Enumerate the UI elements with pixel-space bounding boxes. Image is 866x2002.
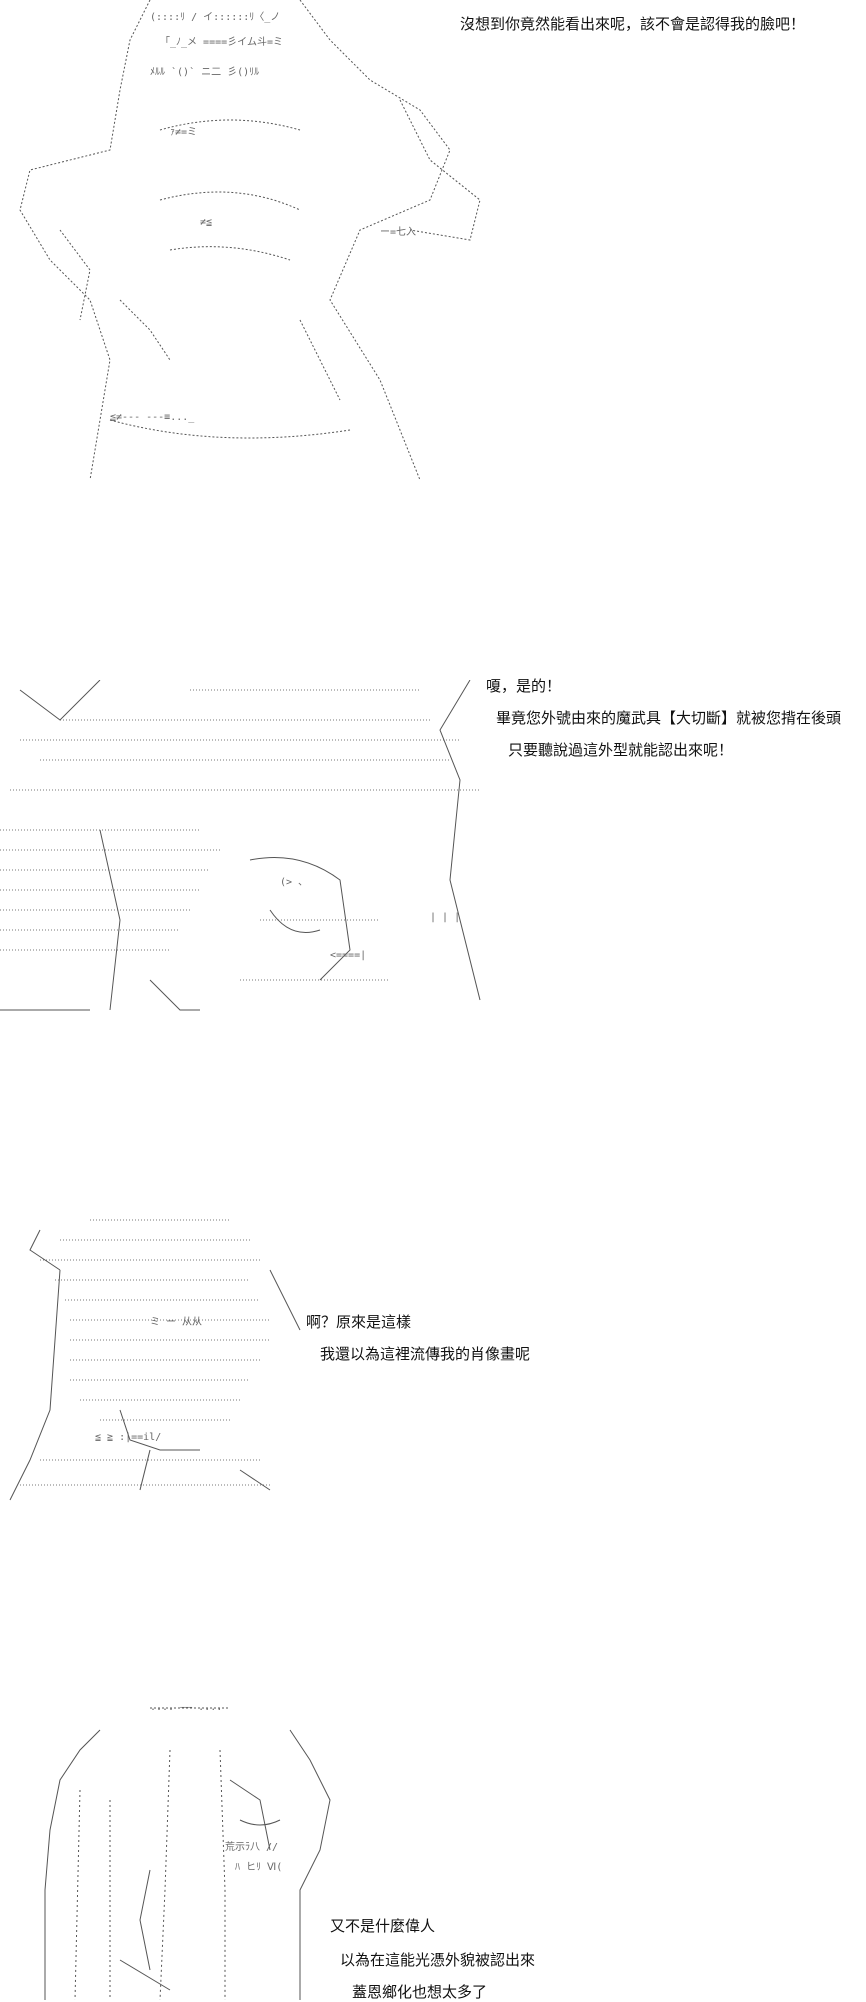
svg-text:(::::ﾘ / イ::::::ﾘ〈_ノ: (::::ﾘ / イ::::::ﾘ〈_ノ [150, 11, 280, 23]
dialog-line: 以為在這能光憑外貌被認出來 [340, 1951, 536, 1969]
svg-text:<====|: <====| [330, 950, 366, 961]
ascii-art-figure-3: ミ ー 从从 ≦ ≧ :|==il/ [9, 1219, 301, 1501]
svg-text:ー=七入: ー=七入 [380, 226, 416, 238]
panel-2: (> 、 | | | <====| 嗄，是的！ 畢竟您外號由來的魔武具【大切斷】… [0, 677, 866, 1040]
svg-text:ﾒﾙﾙ `()` ニ二 彡()ﾘﾙ: ﾒﾙﾙ `()` ニ二 彡()ﾘﾙ [150, 66, 259, 78]
svg-text:≦≠--- ---≡..._: ≦≠--- ---≡..._ [110, 412, 195, 423]
svg-text:.... —— ....: .... —— .... [150, 1702, 222, 1713]
dialog-line: 只要聽說過這外型就能認出來呢！ [508, 741, 734, 759]
svg-text:ﾊ ヒﾘ Ⅵ(: ﾊ ヒﾘ Ⅵ( [235, 1861, 282, 1873]
dialog-line: 嗄，是的！ [486, 677, 562, 695]
dialog-line: 沒想到你竟然能看出來呢，該不會是認得我的臉吧！ [460, 15, 806, 33]
svg-text:ｧ≠=ミ: ｧ≠=ミ [170, 127, 197, 138]
svg-text:荒示ﾗ八 //: 荒示ﾗ八 // [225, 1841, 278, 1853]
svg-text:(> 、: (> 、 [280, 877, 308, 888]
ascii-art-figure-2: (> 、 | | | <====| [0, 680, 481, 1011]
panel-1: (::::ﾘ / イ::::::ﾘ〈_ノ 「_ﾉ_メ ====彡イム斗=ミ ﾒﾙ… [0, 0, 866, 500]
ascii-art-figure-4: .... —— .... 荒示ﾗ八 // ﾊ ヒﾘ Ⅵ( [44, 1702, 331, 2000]
svg-text:ミ ー 从从: ミ ー 从从 [150, 1317, 202, 1328]
dialog-line: 畢竟您外號由來的魔武具【大切斷】就被您揹在後頭 [496, 709, 842, 727]
dialog-line: 我還以為這裡流傳我的肖像畫呢 [320, 1345, 531, 1363]
panel-3: ミ ー 从从 ≦ ≧ :|==il/ 啊？原來是這樣 我還以為這裡流傳我的肖像畫… [0, 1210, 866, 1530]
dialog-line: 又不是什麼偉人 [330, 1917, 436, 1935]
svg-text:≦ ≧ :|==il/: ≦ ≧ :|==il/ [95, 1432, 161, 1443]
svg-text:| | |: | | | [430, 912, 460, 923]
svg-text:「_ﾉ_メ ====彡イム斗=ミ: 「_ﾉ_メ ====彡イム斗=ミ [160, 36, 283, 48]
ascii-art-figure-1: (::::ﾘ / イ::::::ﾘ〈_ノ 「_ﾉ_メ ====彡イム斗=ミ ﾒﾙ… [19, 0, 481, 481]
panel-4: .... —— .... 荒示ﾗ八 // ﾊ ヒﾘ Ⅵ( 又不是什麼偉人 以為在… [0, 1690, 866, 2001]
svg-text:≠≦: ≠≦ [200, 217, 212, 228]
dialog-line: 蓋恩鄉化也想太多了 [352, 1983, 488, 2001]
dialog-line: 啊？原來是這樣 [306, 1313, 412, 1331]
